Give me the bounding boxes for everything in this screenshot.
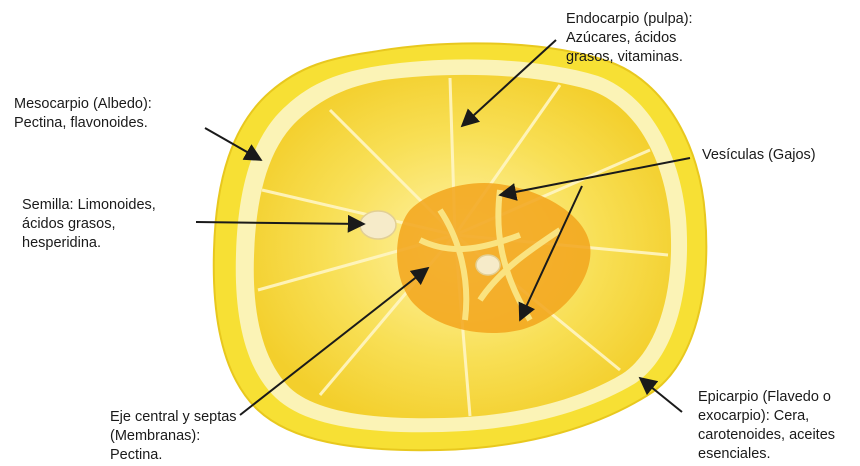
label-line: (Membranas): [110,427,237,446]
label-line: Azúcares, ácidos [566,29,693,48]
label-endocarpio: Endocarpio (pulpa): Azúcares, ácidos gra… [566,10,693,67]
label-line: Epicarpio (Flavedo o [698,388,835,407]
label-line: exocarpio): Cera, [698,407,835,426]
label-mesocarpio: Mesocarpio (Albedo): Pectina, flavonoide… [14,95,152,133]
label-line: esenciales. [698,445,835,464]
label-line: ácidos grasos, [22,215,156,234]
label-vesiculas: Vesículas (Gajos) [702,146,816,165]
label-line: Eje central y septas [110,408,237,427]
label-line: Semilla: Limonoides, [22,196,156,215]
seed-1 [360,211,396,239]
label-line: hesperidina. [22,234,156,253]
label-eje: Eje central y septas (Membranas): Pectin… [110,408,237,465]
label-line: carotenoides, aceites [698,426,835,445]
label-line: Endocarpio (pulpa): [566,10,693,29]
seed-2 [476,255,500,275]
label-line: grasos, vitaminas. [566,48,693,67]
label-line: Pectina. [110,446,237,465]
label-epicarpio: Epicarpio (Flavedo o exocarpio): Cera, c… [698,388,835,464]
label-semilla: Semilla: Limonoides, ácidos grasos, hesp… [22,196,156,253]
label-line: Mesocarpio (Albedo): [14,95,152,114]
label-line: Vesículas (Gajos) [702,146,816,165]
label-line: Pectina, flavonoides. [14,114,152,133]
